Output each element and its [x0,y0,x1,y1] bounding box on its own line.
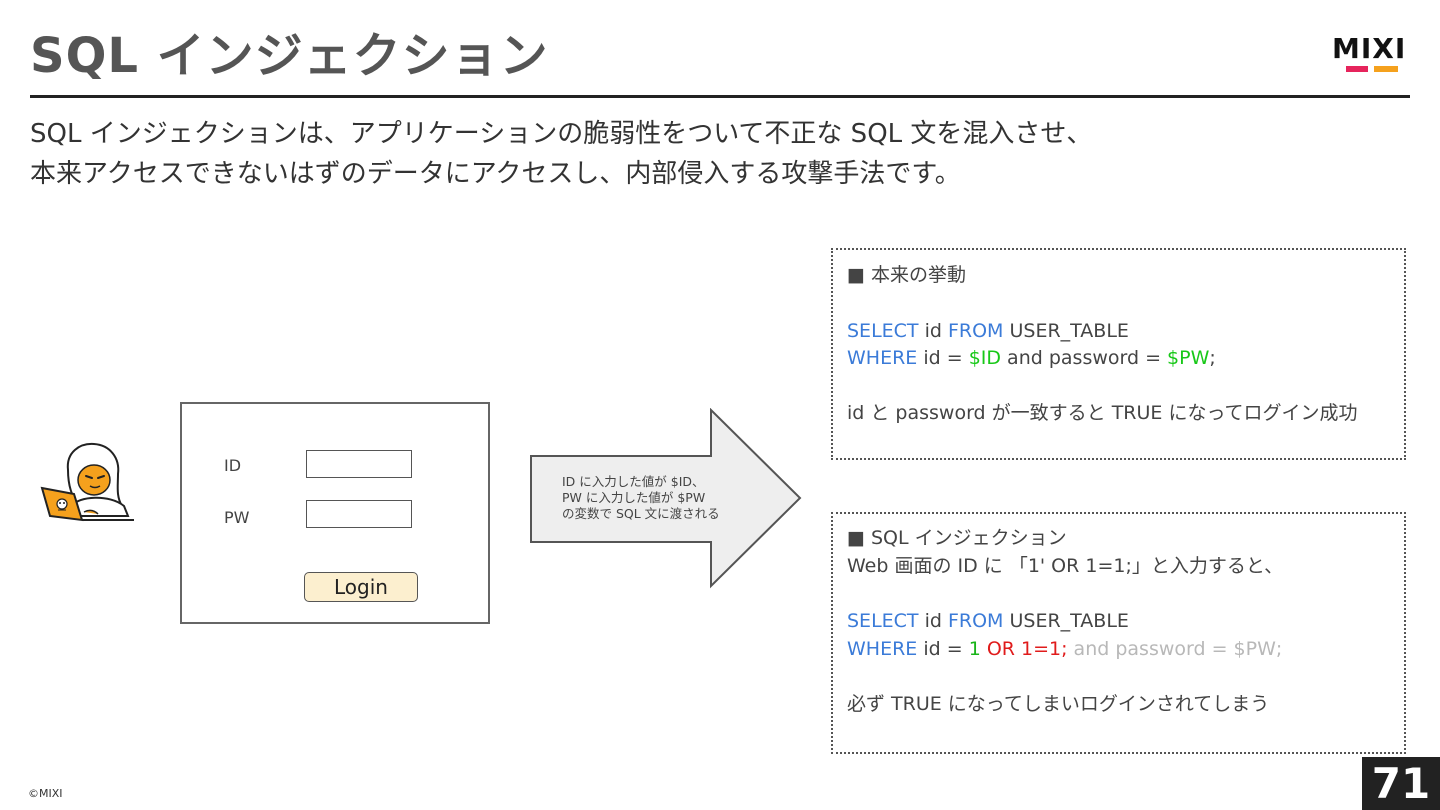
table-name: USER_TABLE [1003,610,1129,632]
injection-panel: ■ SQL インジェクション Web 画面の ID に 「1' OR 1=1;」… [831,512,1406,754]
select-keyword: SELECT [847,320,919,342]
normal-result: id と password が一致すると TRUE になってログイン成功 [847,402,1358,424]
id-column: id [918,610,948,632]
id-input[interactable] [306,450,412,478]
intro-line-2: 本来アクセスできないはずのデータにアクセスし、内部侵入する攻撃手法です。 [30,159,961,189]
normal-behavior-panel: ■ 本来の挙動 SELECT id FROM USER_TABLE WHERE … [831,248,1406,460]
intro-line-1: SQL インジェクションは、アプリケーションの脆弱性をついて不正な SQL 文を… [30,119,1093,149]
arrow-caption-line-2: PW に入力した値が $PW [562,490,706,505]
from-keyword: FROM [947,610,1004,632]
hacker-icon [40,442,134,522]
semicolon: ; [1209,347,1216,369]
page-number: 71 [1362,757,1440,810]
and-password-text: and password = [1001,347,1168,369]
title-divider [30,95,1410,98]
injected-one: 1 [968,638,981,660]
where-id-text: id = [917,347,969,369]
injection-description: Web 画面の ID に 「1' OR 1=1;」と入力すると、 [847,555,1284,577]
injection-select-line: SELECT id FROM USER_TABLE [847,608,1129,634]
arrow-caption-line-1: ID に入力した値が $ID、 [562,474,705,489]
copyright: ©MIXI [28,787,63,800]
pw-input[interactable] [306,500,412,528]
slide-title: SQL インジェクション [30,28,549,84]
id-variable: $ID [968,347,1002,369]
injection-where-line: WHERE id = 1 OR 1=1; and password = $PW; [847,636,1282,662]
select-keyword: SELECT [847,610,919,632]
mixi-logo: MIXI [1332,32,1412,76]
id-column: id [918,320,948,342]
logo-orange-bar [1374,66,1398,72]
pw-variable: $PW [1167,347,1210,369]
logo-pink-bar [1346,66,1368,72]
table-name: USER_TABLE [1003,320,1129,342]
from-keyword: FROM [947,320,1004,342]
intro-text: SQL インジェクションは、アプリケーションの脆弱性をついて不正な SQL 文を… [30,114,1410,194]
id-label: ID [224,456,242,475]
where-keyword: WHERE [847,638,918,660]
injected-or-clause: OR 1=1; [980,638,1068,660]
arrow-caption-line-3: の変数で SQL 文に渡される [562,506,720,521]
normal-select-line: SELECT id FROM USER_TABLE [847,318,1129,344]
login-form: ID PW Login [180,402,490,624]
login-button[interactable]: Login [304,572,418,602]
arrow-caption: ID に入力した値が $ID、 PW に入力した値が $PW の変数で SQL … [562,474,742,522]
injection-heading: ■ SQL インジェクション [847,527,1067,549]
pw-label: PW [224,508,250,527]
ignored-password-clause: and password = $PW; [1067,638,1283,660]
normal-where-line: WHERE id = $ID and password = $PW; [847,345,1216,371]
normal-heading: ■ 本来の挙動 [847,264,966,286]
right-arrow-icon [530,408,802,589]
where-id-text: id = [917,638,969,660]
injection-result: 必ず TRUE になってしまいログインされてしまう [847,693,1270,715]
where-keyword: WHERE [847,347,918,369]
logo-text: MIXI [1332,32,1407,65]
